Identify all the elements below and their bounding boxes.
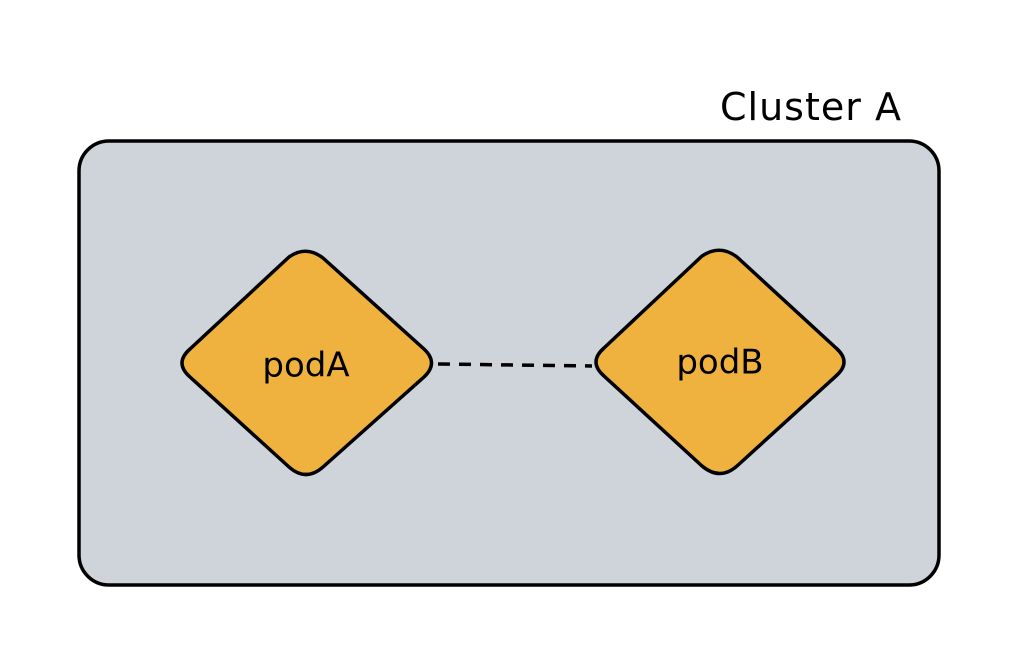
node-podb-label: podB [676,343,763,383]
node-podb[interactable]: podB [594,248,846,476]
edge-poda-podb [437,362,593,368]
node-podb-shape [594,248,846,476]
node-poda[interactable]: podA [180,249,434,477]
node-poda-shape [180,249,434,477]
cluster-a-label: Cluster A [720,85,902,129]
node-poda-label: podA [262,346,349,386]
